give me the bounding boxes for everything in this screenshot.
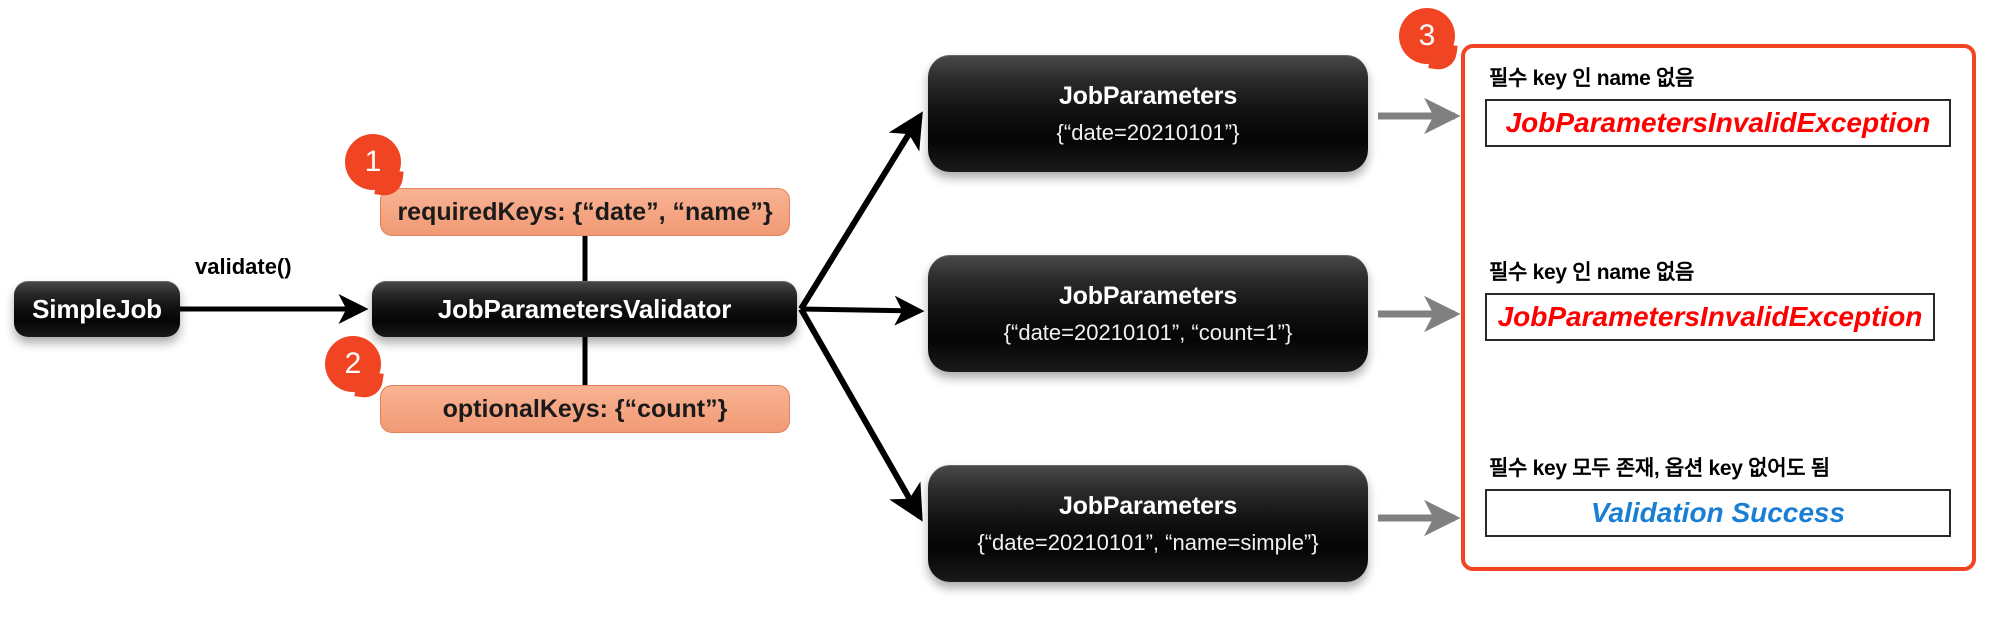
callout-badge-3: 3 [1399,8,1455,64]
edge-validator-to-jobparameters-2 [800,295,925,326]
callout-badge-2: 2 [325,336,381,392]
node-jobparameters-2-title: JobParameters [1058,281,1238,310]
results-panel: 필수 key 인 name 없음 JobParametersInvalidExc… [1461,44,1976,571]
node-jobparametersvalidator[interactable]: JobParametersValidator [372,281,797,337]
node-jobparameters-1-params: {“date=20210101”} [1056,119,1240,145]
node-jobparameters-2[interactable]: JobParameters {“date=20210101”, “count=1… [928,255,1368,372]
node-jobparameters-3-title: JobParameters [1058,491,1238,520]
node-jobparametersvalidator-title: JobParametersValidator [437,293,732,324]
result-item-1: 필수 key 인 name 없음 JobParametersInvalidExc… [1485,62,1955,147]
pill-required-keys-label: requiredKeys: {“date”, “name”} [397,197,773,226]
callout-badge-3-number: 3 [1418,19,1436,52]
node-jobparameters-3-params: {“date=20210101”, “name=simple”} [977,529,1319,555]
edge-validator-to-jobparameters-3 [798,307,923,522]
result-1-note: 필수 key 인 name 없음 [1489,67,1695,90]
result-3-note: 필수 key 모두 존재, 옵션 key 없어도 됨 [1489,457,1830,480]
node-jobparameters-3[interactable]: JobParameters {“date=20210101”, “name=si… [928,465,1368,582]
pill-optional-keys[interactable]: optionalKeys: {“count”} [380,385,790,433]
node-jobparameters-2-params: {“date=20210101”, “count=1”} [1003,319,1293,345]
node-simplejob[interactable]: SimpleJob [14,281,180,337]
pill-optional-keys-label: optionalKeys: {“count”} [442,394,728,423]
result-2-note: 필수 key 인 name 없음 [1489,261,1695,284]
callout-badge-1-number: 1 [364,145,382,178]
result-item-3: 필수 key 모두 존재, 옵션 key 없어도 됨 Validation Su… [1485,452,1955,537]
result-item-2: 필수 key 인 name 없음 JobParametersInvalidExc… [1485,256,1955,341]
node-simplejob-title: SimpleJob [32,293,162,324]
pill-required-keys[interactable]: requiredKeys: {“date”, “name”} [380,188,790,236]
node-jobparameters-1-title: JobParameters [1058,81,1238,110]
result-1-outcome: JobParametersInvalidException [1485,99,1951,147]
node-jobparameters-1[interactable]: JobParameters {“date=20210101”} [928,55,1368,172]
result-3-outcome: Validation Success [1485,489,1951,537]
edge-validator-to-jobparameters-1 [798,111,923,311]
callout-badge-2-number: 2 [344,347,362,380]
callout-badge-1: 1 [345,134,401,190]
result-2-outcome: JobParametersInvalidException [1485,293,1935,341]
edge-label-validate: validate() [195,254,292,279]
